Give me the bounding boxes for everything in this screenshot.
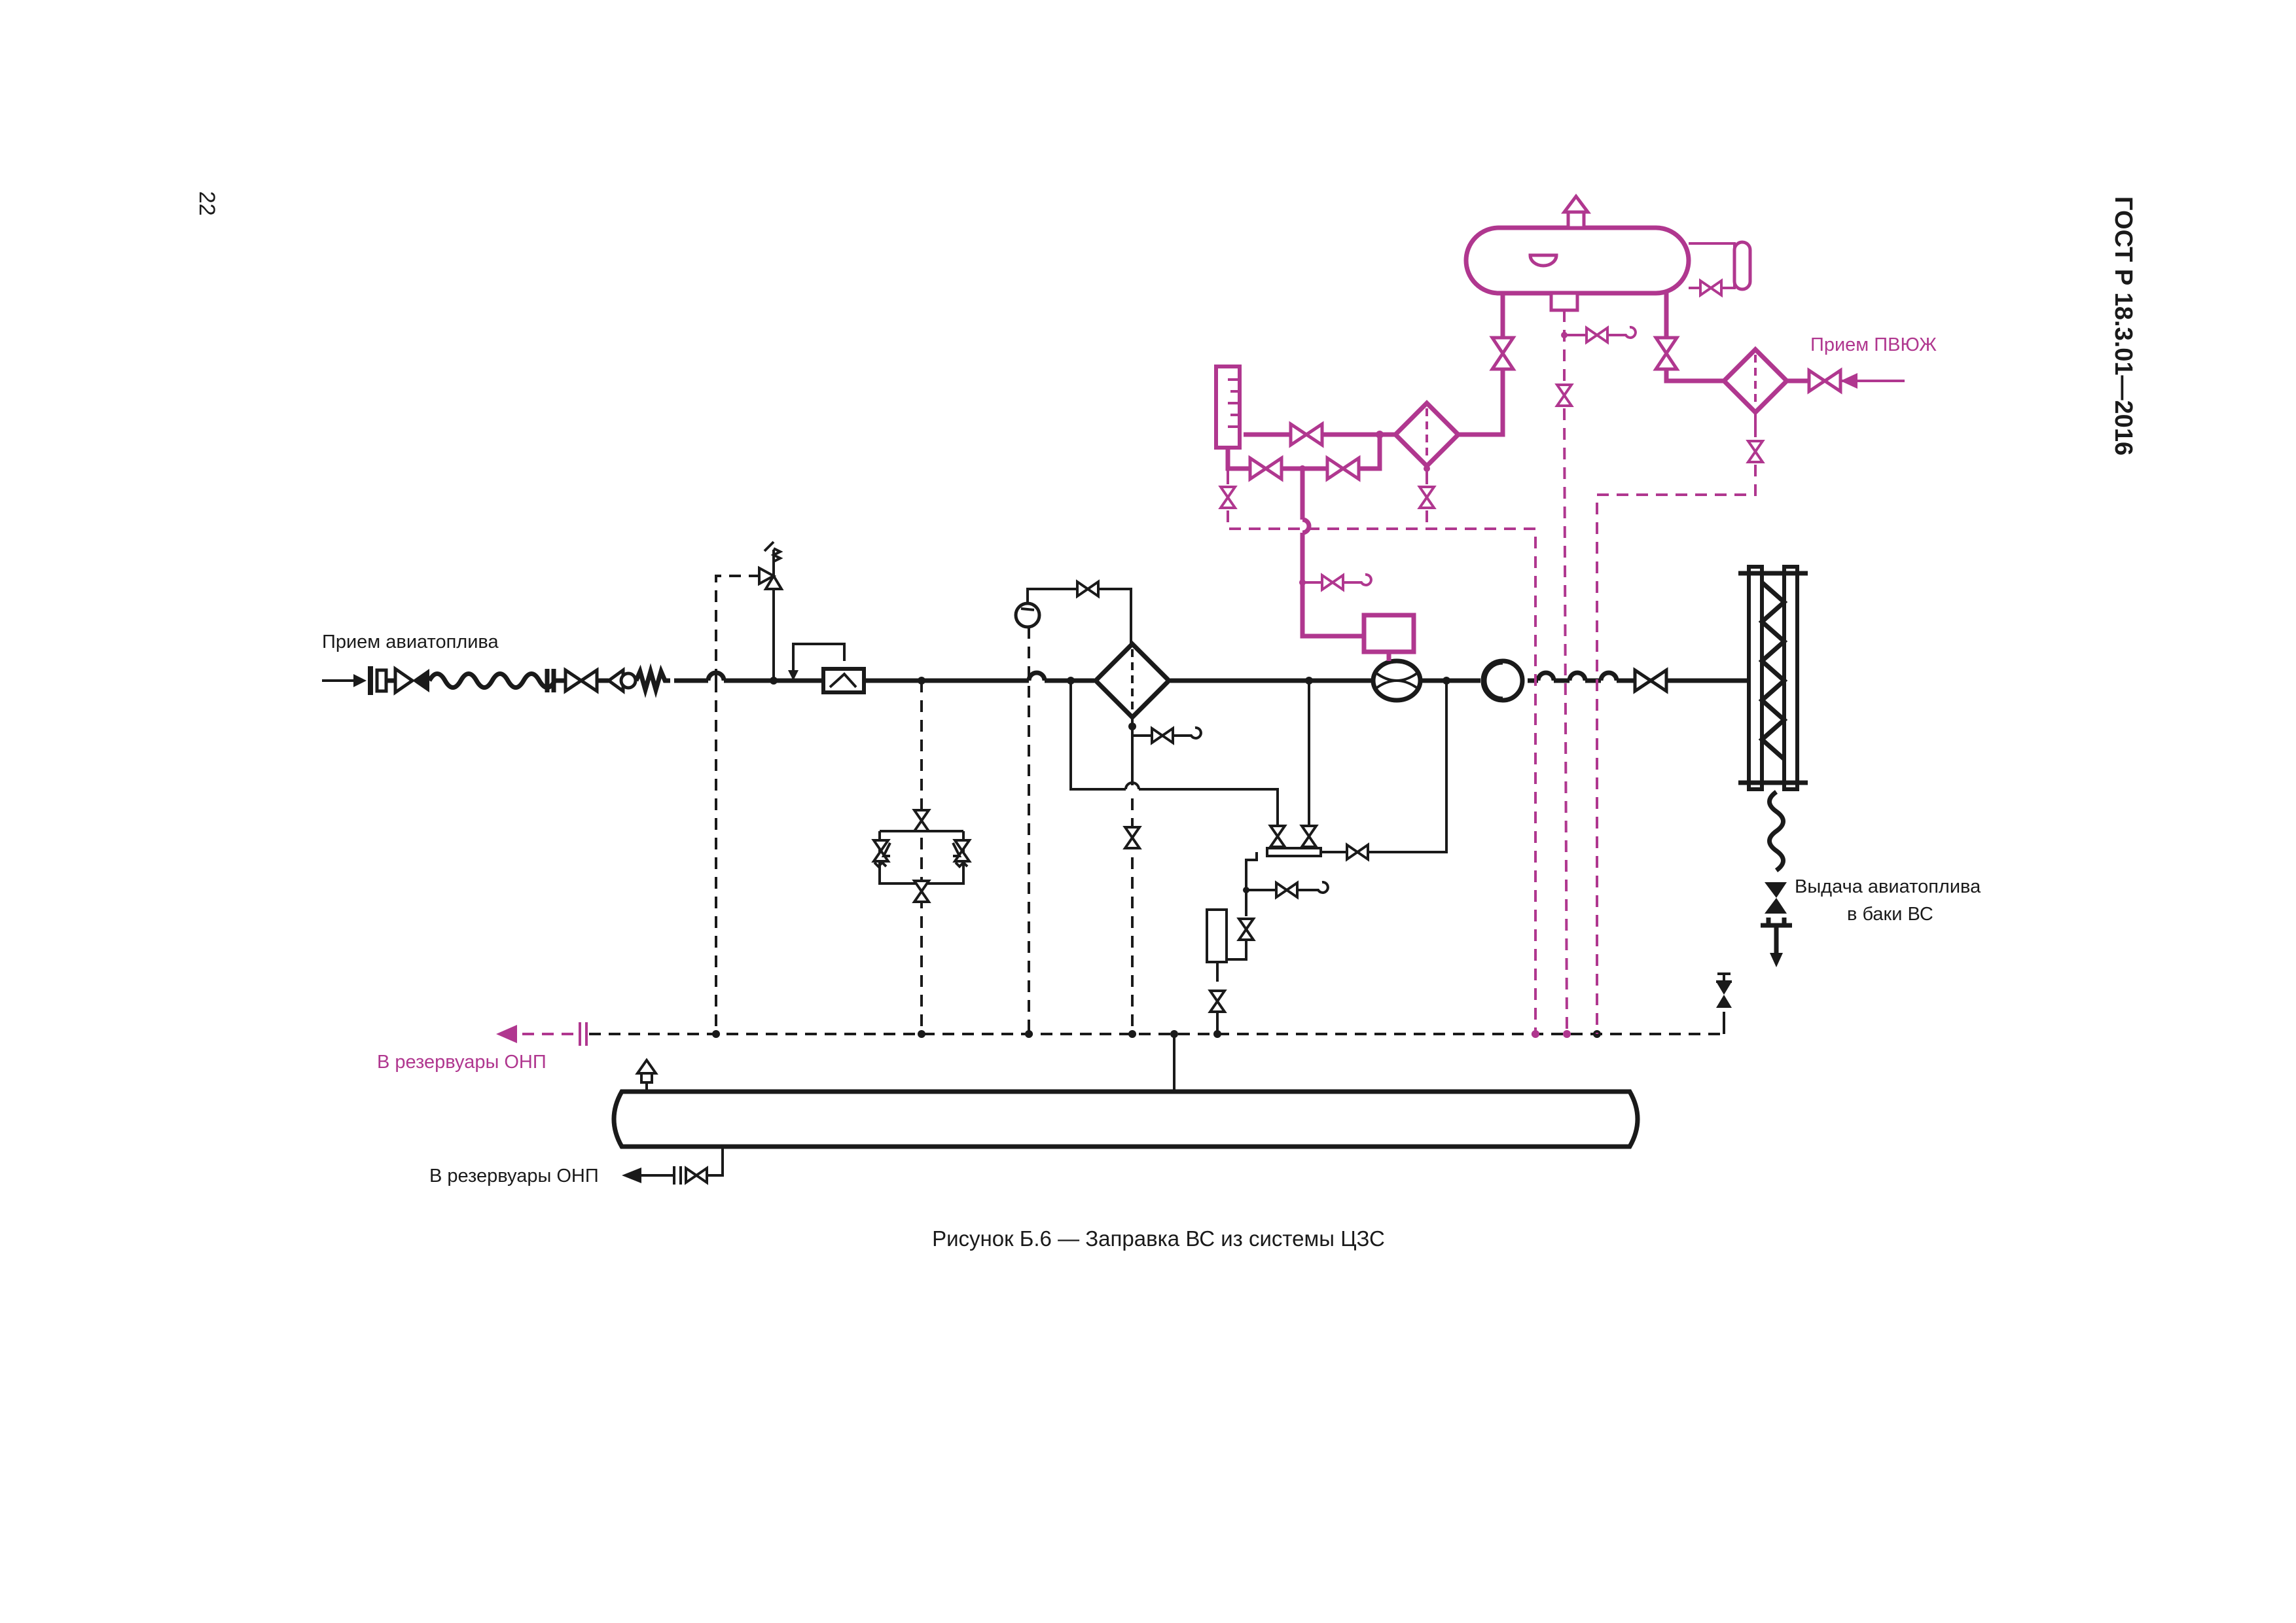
delivery-label-1: Выдача авиатоплива [1795, 876, 1981, 897]
filter-separator [1067, 641, 1279, 1034]
to-tanks-label-top: В резервуары ОНП [377, 1052, 547, 1073]
arrow-icon [353, 674, 367, 687]
valve-icon [393, 666, 416, 696]
bypass-valve-group [872, 677, 971, 1034]
arrow-icon [1770, 953, 1783, 967]
arrow-icon [622, 1168, 641, 1183]
outlet-assembly [1635, 565, 1808, 967]
pressure-gauge-icon [1014, 601, 1041, 629]
pvyzh-intake-label: Прием ПВЮЖ [1810, 334, 1937, 355]
tank-icon [1463, 225, 1691, 296]
valve-icon [565, 670, 597, 691]
hose-icon [1767, 790, 1785, 872]
intake-label: Прием авиатоплива [322, 632, 499, 652]
valve-icon [1635, 670, 1666, 691]
to-tanks-label-bottom: В резервуары ОНП [429, 1166, 599, 1186]
sampling-manifold [1206, 677, 1450, 1038]
arrow-icon [496, 1025, 517, 1043]
relief-valve [715, 541, 784, 1034]
drain-tank [611, 1058, 1640, 1185]
vent-icon [1561, 193, 1591, 214]
tank-icon [611, 1089, 1640, 1149]
vent-icon [635, 1058, 658, 1075]
figure-caption: Рисунок Б.6 — Заправка ВС из системы ЦЗС [932, 1226, 1385, 1251]
control-valve [788, 643, 866, 694]
drain-header [496, 972, 1732, 1092]
pressure-gauge-branch [1014, 580, 1132, 1034]
delivery-label-2: в баки ВС [1847, 904, 1933, 925]
intake-assembly [322, 663, 670, 698]
standard-title: ГОСТ Р 18.3.01—2016 [2109, 196, 2137, 455]
hose-icon [427, 671, 563, 690]
pvyzh-system [1214, 193, 1905, 1035]
page-number: 22 [194, 191, 219, 216]
flow-meter [1371, 658, 1525, 703]
